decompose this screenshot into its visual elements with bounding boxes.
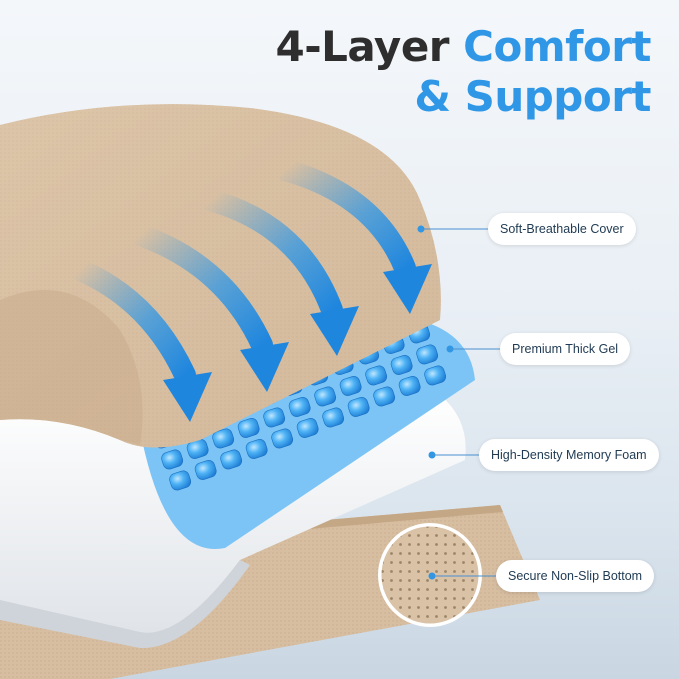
gel-cell bbox=[373, 386, 396, 407]
headline-dark-word: 4-Layer bbox=[275, 22, 450, 71]
gel-cell bbox=[424, 365, 447, 386]
gel-cell bbox=[161, 449, 184, 470]
gel-cell bbox=[365, 365, 388, 386]
down-arrow-icon bbox=[129, 224, 289, 392]
gel-cell bbox=[339, 376, 362, 396]
gel-cell bbox=[322, 407, 345, 428]
down-arrow-icon bbox=[274, 159, 432, 314]
callout-gel: Premium Thick Gel bbox=[500, 333, 631, 365]
gel-cell bbox=[220, 449, 243, 470]
gel-cell bbox=[314, 386, 337, 407]
gel-cell bbox=[390, 355, 413, 375]
gel-cell bbox=[263, 407, 286, 428]
down-arrow-icon bbox=[69, 259, 212, 422]
gel-cell bbox=[416, 344, 439, 365]
gel-cell bbox=[271, 428, 294, 449]
headline-line-2: & Support bbox=[414, 72, 651, 121]
callout-non-slip: Secure Non-Slip Bottom bbox=[496, 560, 655, 592]
down-arrow-icon bbox=[199, 189, 359, 356]
gel-cell bbox=[212, 428, 235, 449]
callout-cover: Soft-Breathable Cover bbox=[488, 213, 636, 245]
gel-cell bbox=[347, 397, 370, 417]
gel-cell bbox=[237, 418, 260, 438]
headline-line-1: 4-Layer Comfort bbox=[275, 22, 651, 72]
gel-cell bbox=[169, 470, 192, 491]
gel-cell bbox=[245, 439, 268, 459]
headline: 4-Layer Comfort & Support bbox=[275, 22, 651, 122]
gel-cell bbox=[398, 376, 421, 396]
gel-cell bbox=[288, 397, 311, 417]
pressure-arrows bbox=[69, 159, 432, 422]
gel-cell bbox=[296, 418, 319, 438]
headline-blue-word: Comfort bbox=[463, 22, 651, 71]
callout-memory-foam: High-Density Memory Foam bbox=[479, 439, 659, 471]
gel-cell bbox=[194, 460, 217, 480]
